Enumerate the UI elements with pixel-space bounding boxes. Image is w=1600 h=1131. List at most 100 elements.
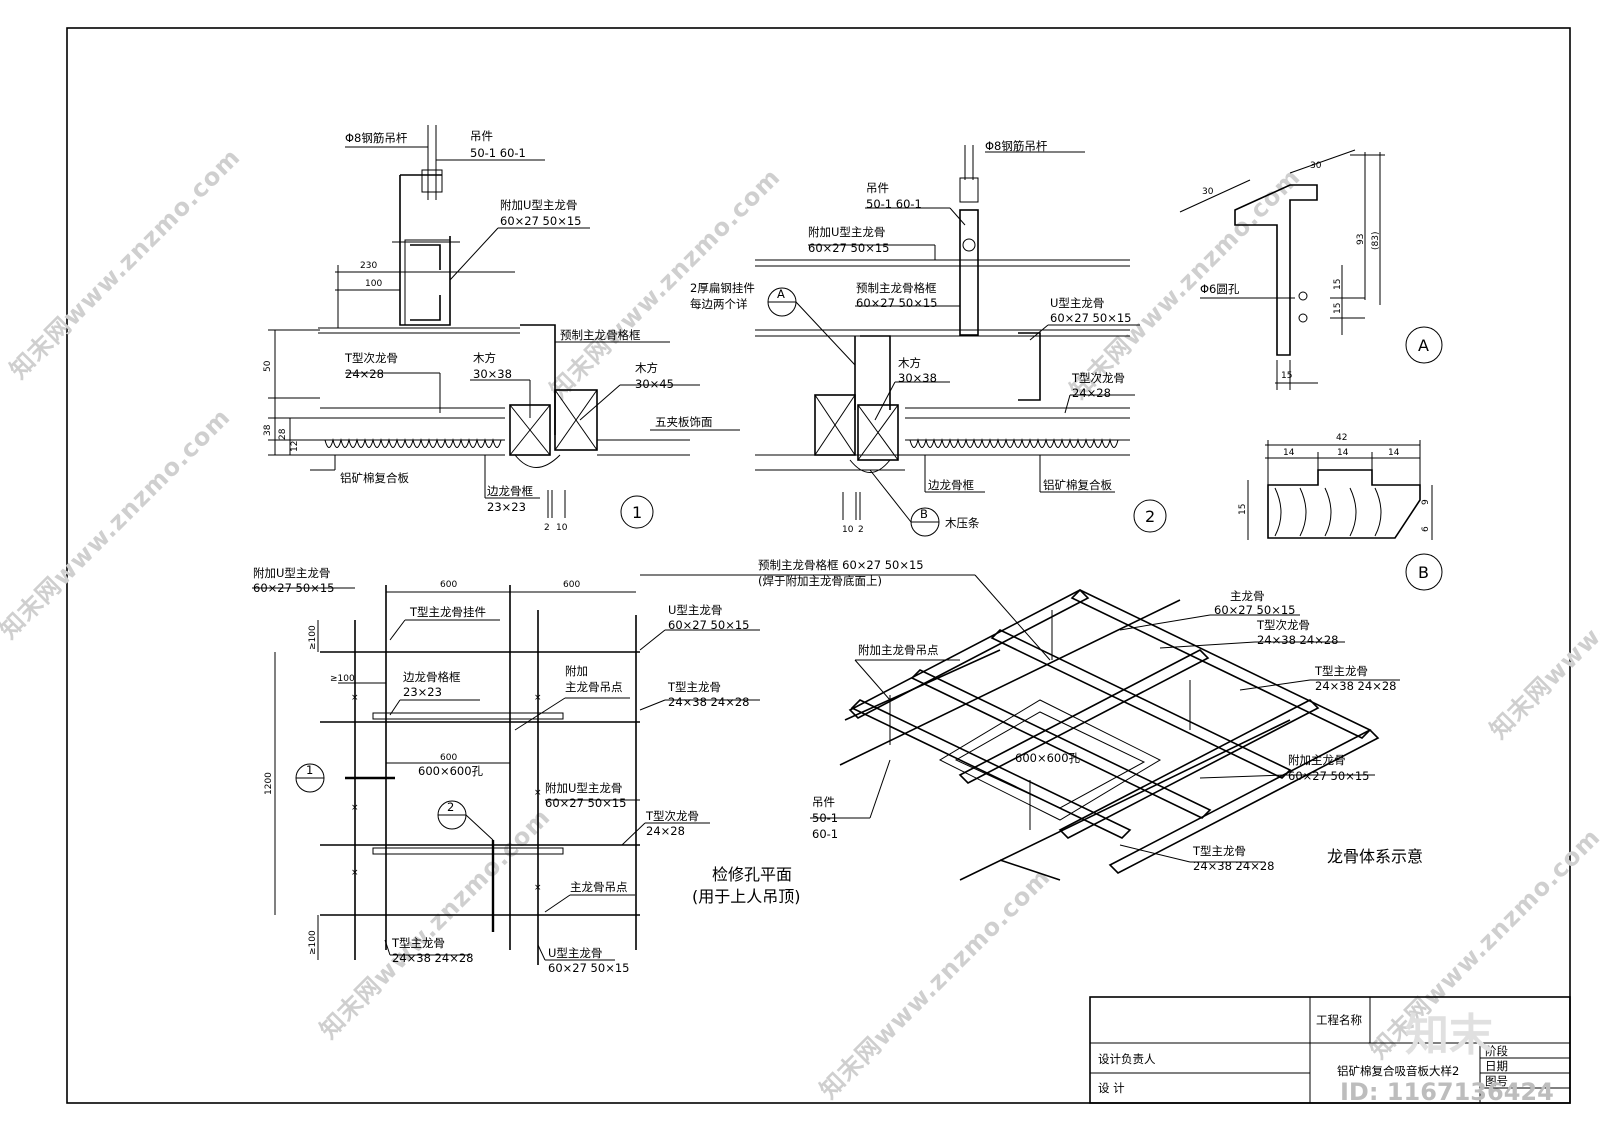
- d2-callout-a-text: A: [777, 287, 785, 301]
- d2-panel-label: 铝矿棉复合板: [1043, 478, 1112, 492]
- d1-umain-spec: 60×27 50×15: [500, 214, 581, 228]
- da-label-circle: [1405, 326, 1443, 364]
- watermark-text: 知末网www.znzmo.com: [4, 143, 245, 384]
- db-dim-14a: 14: [1283, 448, 1295, 458]
- d2-prefab-spec: 60×27 50×15: [856, 296, 937, 310]
- svg-text:×: ×: [534, 693, 542, 703]
- d2-wood-label: 木方: [898, 356, 921, 370]
- plan-title: 检修孔平面: [712, 865, 792, 884]
- d2-hanger-label: 吊件: [866, 181, 889, 195]
- da-dim-15b: 15: [1333, 303, 1343, 314]
- db-dim-6: 6: [1421, 526, 1431, 532]
- d1-dim-38: 38: [263, 424, 273, 436]
- plan-ge100c: ≥100: [308, 930, 318, 955]
- watermark-layer: 知末网www.znzmo.com 知末网www.znzmo.com 知末网www…: [0, 143, 1600, 1104]
- d1-dim-10: 10: [556, 523, 568, 533]
- watermark-text: 知末网www.znzmo.com: [1064, 163, 1305, 404]
- d2-tsub-spec: 24×28: [1072, 386, 1111, 400]
- d2-dim-2: 2: [858, 525, 864, 535]
- plan-tmain-r-spec: 24×38 24×28: [668, 695, 749, 709]
- plan-extra2: 主龙骨吊点: [565, 680, 623, 694]
- watermark-text: 知末网www.znzmo.com: [1484, 503, 1600, 744]
- db-dim-9: 9: [1421, 499, 1431, 505]
- plan-dim-600a: 600: [440, 580, 457, 590]
- d1-dim-2: 2: [544, 523, 550, 533]
- iso-tmain-r-spec: 24×38 24×28: [1315, 679, 1396, 693]
- d1-dim-230: 230: [360, 261, 377, 271]
- plan-umain-b-spec: 60×27 50×15: [548, 961, 629, 975]
- plan-edge-label: 边龙骨格框: [403, 670, 461, 684]
- d1-dim-12: 12: [290, 441, 300, 452]
- iso-extramain-label: 附加主龙骨: [1288, 753, 1346, 767]
- plan-umain-r-label: U型主龙骨: [668, 603, 722, 617]
- isometric-framing: 预制主龙骨格框 60×27 50×15 (焊于附加主龙骨底面上) 主龙骨 60×…: [640, 558, 1423, 881]
- da-label: A: [1418, 336, 1429, 355]
- d1-wood1-label: 木方: [473, 351, 496, 365]
- plan-tsub-spec: 24×28: [646, 824, 685, 838]
- iso-hole-label: 600×600孔: [1015, 751, 1081, 765]
- plan-tmain-r-label: T型主龙骨: [667, 680, 721, 694]
- d2-flatsteel-label: 2厚扁钢挂件: [690, 281, 755, 295]
- d1-tsub-spec: 24×28: [345, 367, 384, 381]
- d2-umain2-label: U型主龙骨: [1050, 296, 1104, 310]
- plan-hole-label: 600×600孔: [418, 764, 484, 778]
- iso-main-label: 主龙骨: [1230, 589, 1265, 603]
- plan-umain-r-spec: 60×27 50×15: [668, 618, 749, 632]
- d2-number-circle: [1133, 499, 1167, 533]
- da-dim-83: (83): [1371, 232, 1381, 250]
- plan-callout-1-text: 1: [306, 763, 313, 777]
- da-dim-93: 93: [1356, 234, 1366, 245]
- d2-rod-label: Φ8钢筋吊杆: [985, 139, 1048, 153]
- plan-dim-1200: 1200: [264, 772, 274, 795]
- watermark-text: 知末网www.znzmo.com: [0, 403, 236, 644]
- d1-dim-28: 28: [278, 428, 288, 440]
- plan-umain-m-label: 附加U型主龙骨: [545, 781, 622, 795]
- plan-dim-600b: 600: [563, 580, 580, 590]
- d2-edge-label: 边龙骨框: [928, 478, 974, 492]
- watermark-logo: 知末: [1405, 1010, 1493, 1061]
- d2-callout-b-text: B: [920, 507, 928, 521]
- d2-umain2-spec: 60×27 50×15: [1050, 311, 1131, 325]
- tb-drawing-name: 铝矿棉复合吸音板大样2: [1337, 1064, 1459, 1078]
- iso-extramain-spec: 60×27 50×15: [1288, 769, 1369, 783]
- db-dim-14b: 14: [1337, 448, 1349, 458]
- d1-dim-50: 50: [263, 360, 273, 372]
- iso-hanger-label: 吊件: [812, 795, 835, 809]
- iso-tsub-label: T型次龙骨: [1256, 618, 1310, 632]
- da-hole-label: Φ6圆孔: [1200, 282, 1240, 296]
- da-dim-30b: 30: [1310, 161, 1322, 171]
- plan-umain-spec: 60×27 50×15: [253, 581, 334, 595]
- iso-tmain-b-label: T型主龙骨: [1192, 844, 1246, 858]
- tb-date: 日期: [1485, 1059, 1508, 1073]
- svg-text:×: ×: [534, 883, 542, 893]
- detail-1: Φ8钢筋吊杆 吊件 50-1 60-1 附加U型主龙骨 60×27 50×15 …: [263, 125, 740, 533]
- d2-tsub-label: T型次龙骨: [1071, 371, 1125, 385]
- sheet-border: [66, 27, 1571, 1104]
- plan-ge100a: ≥100: [308, 625, 318, 650]
- d1-number-circle: [620, 495, 654, 529]
- plan-tmain-b-label: T型主龙骨: [391, 936, 445, 950]
- watermark-text: 知末网www.znzmo.com: [314, 803, 555, 1044]
- iso-main-spec: 60×27 50×15: [1214, 603, 1295, 617]
- da-dim-15c: 15: [1281, 371, 1292, 381]
- svg-text:×: ×: [351, 693, 359, 703]
- detail-b: 42 14 14 14 15 9 6 B: [1238, 433, 1443, 591]
- watermark-text: 知末网www.znzmo.com: [814, 863, 1055, 1104]
- detail-a: 30 30 93 (83) 15 15 Φ6圆孔 15 A: [1179, 149, 1443, 390]
- d2-number: 2: [1145, 507, 1155, 526]
- plan-mainpoint-label: 主龙骨吊点: [570, 880, 628, 894]
- plan-umain-m-spec: 60×27 50×15: [545, 796, 626, 810]
- d1-number: 1: [632, 503, 642, 522]
- d1-wood1-spec: 30×38: [473, 367, 512, 381]
- plan-tmain-b-spec: 24×38 24×28: [392, 951, 473, 965]
- d1-wood2-label: 木方: [635, 361, 658, 375]
- title-block: 工程名称 设计负责人 设 计 铝矿棉复合吸音板大样2 阶段 日期 图号 知末 I…: [1089, 996, 1571, 1106]
- plan-callout-2-text: 2: [447, 800, 454, 814]
- svg-text:×: ×: [351, 868, 359, 878]
- iso-extrapoint-label: 附加主龙骨吊点: [858, 643, 939, 657]
- iso-prefab-note: (焊于附加主龙骨底面上): [758, 574, 882, 588]
- tb-design: 设 计: [1098, 1081, 1125, 1095]
- da-dim-30a: 30: [1202, 187, 1214, 197]
- plan-extra1: 附加: [565, 664, 588, 678]
